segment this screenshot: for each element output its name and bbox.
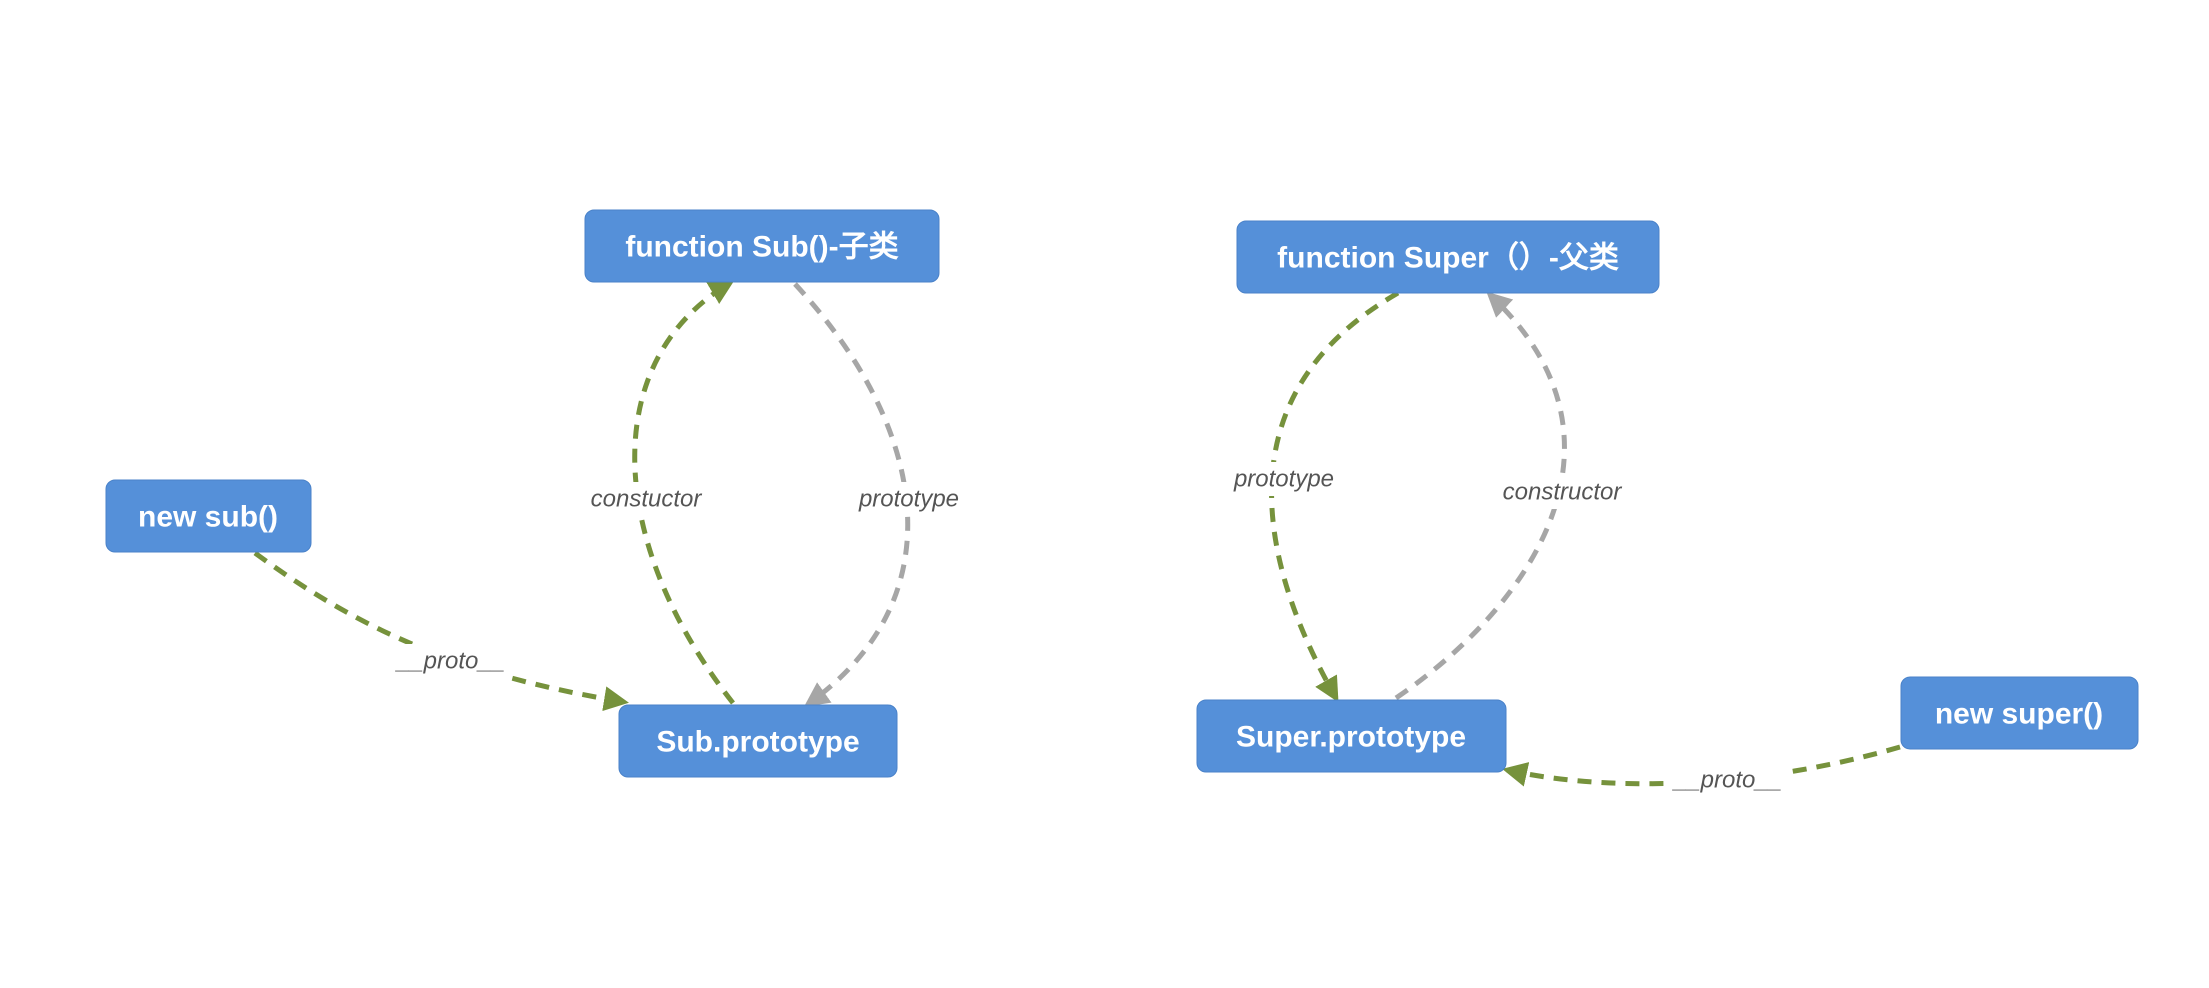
node-function-super[interactable]: function Super（）-父类	[1236, 220, 1660, 294]
edge-label-super-constructor: constructor	[1490, 475, 1634, 509]
edge-super-proto	[1502, 744, 1901, 787]
svg-text:new sub(): new sub()	[138, 501, 278, 534]
svg-text:prototype: prototype	[858, 486, 959, 513]
svg-text:constuctor: constuctor	[591, 486, 703, 513]
edge-label-sub-constructor: constuctor	[578, 482, 716, 516]
svg-text:constructor: constructor	[1503, 479, 1623, 506]
edge-label-super-prototype: prototype	[1222, 462, 1346, 496]
edge-super-prototype	[1269, 290, 1400, 703]
node-new-super[interactable]: new super()	[1900, 676, 2139, 750]
svg-text:Sub.prototype: Sub.prototype	[656, 726, 859, 759]
edge-sub-constructor	[632, 280, 735, 705]
edge-super-constructor	[1394, 291, 1567, 701]
svg-text:Super.prototype: Super.prototype	[1236, 721, 1466, 754]
node-super-prototype[interactable]: Super.prototype	[1196, 699, 1507, 773]
edge-sub-proto	[253, 550, 629, 712]
svg-text:new super(): new super()	[1935, 698, 2103, 731]
svg-text:function Super（）-父类: function Super（）-父类	[1277, 241, 1619, 275]
edge-sub-prototype	[793, 282, 911, 707]
node-function-sub[interactable]: function Sub()-子类	[584, 209, 940, 283]
svg-text:function Sub()-子类: function Sub()-子类	[625, 231, 898, 264]
edge-label-sub-prototype: prototype	[848, 482, 972, 516]
edge-label-sub-proto: __proto__	[395, 644, 508, 678]
node-sub-prototype[interactable]: Sub.prototype	[618, 704, 898, 778]
svg-text:__proto__: __proto__	[395, 648, 505, 675]
svg-text:__proto__: __proto__	[1672, 767, 1782, 794]
node-new-sub[interactable]: new sub()	[105, 479, 312, 553]
edge-label-super-proto: __proto__	[1672, 763, 1784, 797]
svg-text:prototype: prototype	[1233, 466, 1334, 493]
